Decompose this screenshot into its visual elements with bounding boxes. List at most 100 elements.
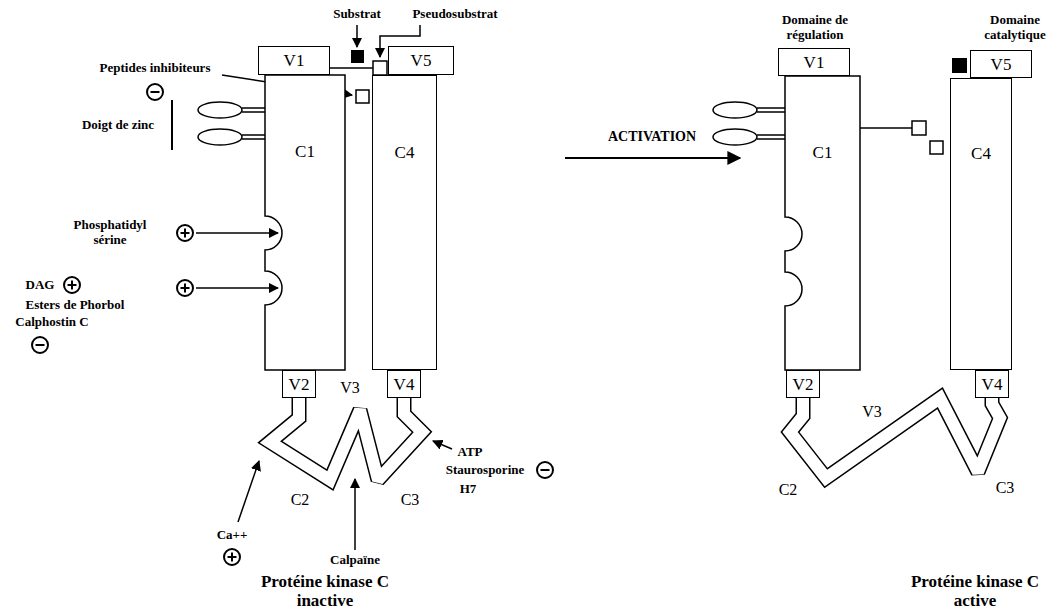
segment-label: V3 bbox=[335, 379, 365, 397]
sign-circle bbox=[147, 84, 163, 100]
annotation-label: ACTIVATION bbox=[587, 129, 717, 145]
plus-sign bbox=[64, 277, 80, 293]
minus-sign bbox=[537, 462, 553, 478]
domain-outline bbox=[785, 76, 860, 370]
sign-bar bbox=[228, 553, 237, 562]
domain-label: V2 bbox=[289, 376, 310, 393]
variable-region-box: V2 bbox=[786, 370, 820, 398]
annotation-label: Staurosporine bbox=[435, 463, 535, 478]
hinge-ribbon-outline bbox=[270, 398, 422, 480]
annotation-label: Esters de Phorbol bbox=[15, 298, 135, 313]
annotation-label: Substrat bbox=[317, 7, 397, 22]
leader-arrow bbox=[196, 287, 278, 289]
leader-arrow bbox=[354, 479, 356, 550]
sign-bar bbox=[541, 469, 550, 471]
sign-circle bbox=[537, 462, 553, 478]
leader-arrow bbox=[196, 232, 278, 234]
activation-arrow bbox=[565, 157, 740, 159]
domain-box: C4 bbox=[950, 78, 1012, 370]
segment-label: C3 bbox=[395, 491, 425, 509]
sign-bar bbox=[151, 91, 160, 93]
domain-label: C4 bbox=[971, 145, 991, 162]
substrate-square bbox=[952, 58, 967, 73]
domain-label: V1 bbox=[284, 52, 305, 69]
domain-label: V4 bbox=[982, 376, 1003, 393]
plus-sign bbox=[224, 549, 240, 565]
zinc-finger-stem bbox=[757, 108, 786, 139]
sign-circle bbox=[177, 280, 193, 296]
domain-box: C4 bbox=[372, 75, 437, 370]
annotation-label: Calpaïne bbox=[315, 553, 395, 568]
sign-circle bbox=[64, 277, 80, 293]
variable-region-box: V4 bbox=[387, 370, 421, 398]
inhibitor-peptide-square bbox=[930, 141, 943, 154]
segment-label: C2 bbox=[773, 481, 803, 499]
figure-caption: Protéine kinase C active bbox=[895, 573, 1055, 610]
sign-bar bbox=[36, 344, 45, 346]
zinc-finger bbox=[198, 102, 242, 118]
leader-arrow bbox=[238, 461, 259, 522]
domain-label: V5 bbox=[991, 56, 1012, 73]
sign-bar bbox=[181, 284, 190, 293]
substrate-square bbox=[351, 50, 364, 63]
variable-region-box: V5 bbox=[970, 50, 1032, 78]
annotation-label: H7 bbox=[453, 482, 483, 497]
sign-circle bbox=[32, 337, 48, 353]
domain-label: C4 bbox=[395, 144, 415, 161]
sign-circle bbox=[224, 549, 240, 565]
sign-circle bbox=[177, 225, 193, 241]
annotation-label: Domaine catalytique bbox=[975, 13, 1055, 43]
annotation-label: Doigt de zinc bbox=[68, 118, 168, 133]
zinc-finger bbox=[713, 129, 757, 145]
notched-domain-shape bbox=[785, 76, 860, 370]
pseudosubstrate-linker bbox=[330, 67, 373, 69]
notched-domain-shape bbox=[265, 75, 345, 370]
bracket bbox=[171, 100, 173, 150]
domain-box: C1 bbox=[265, 75, 345, 370]
hinge-ribbon-outline bbox=[790, 398, 1000, 478]
figure-caption: Protéine kinase C inactive bbox=[245, 573, 405, 610]
variable-region-box: V1 bbox=[258, 46, 330, 75]
variable-region-box: V5 bbox=[388, 46, 454, 75]
minus-sign bbox=[147, 84, 163, 100]
leader-arrows bbox=[196, 25, 452, 550]
segment-label: C3 bbox=[990, 479, 1020, 497]
domain-box: C1 bbox=[785, 76, 860, 370]
sign-bar bbox=[68, 281, 77, 290]
annotation-label: Peptides inhibiteurs bbox=[80, 61, 230, 76]
annotation-label: Phosphatidyl sérine bbox=[60, 218, 160, 248]
variable-region-box: V2 bbox=[282, 370, 316, 398]
segment-label: V3 bbox=[857, 403, 887, 421]
domain-label: V4 bbox=[394, 376, 415, 393]
domain-label: C1 bbox=[813, 144, 833, 161]
plus-sign bbox=[177, 225, 193, 241]
hinge-ribbon-fill bbox=[270, 398, 422, 480]
leader-arrow bbox=[433, 441, 452, 449]
annotation-label: Pseudosubstrat bbox=[400, 7, 510, 22]
annotation-label: Domaine de régulation bbox=[773, 13, 858, 43]
annotation-label: DAG bbox=[18, 278, 62, 293]
domain-label: V2 bbox=[793, 376, 814, 393]
domain-outline bbox=[265, 75, 345, 370]
leader-arrow bbox=[356, 25, 358, 47]
annotation-label: Calphostin C bbox=[7, 315, 97, 330]
annotation-label: Ca++ bbox=[207, 528, 257, 543]
domain-label: C1 bbox=[295, 143, 315, 160]
pseudosubstrate-square bbox=[373, 61, 387, 75]
hinge-ribbon-fill bbox=[790, 398, 1000, 478]
domain-label: V5 bbox=[411, 52, 432, 69]
plus-sign bbox=[177, 280, 193, 296]
segment-label: C2 bbox=[285, 491, 315, 509]
hinge-ribbons bbox=[270, 398, 1000, 480]
variable-region-box: V4 bbox=[975, 370, 1009, 398]
pseudosubstrate-square bbox=[912, 121, 926, 135]
zinc-finger-stem bbox=[242, 108, 266, 139]
variable-region-box: V1 bbox=[778, 48, 850, 76]
inhibitor-peptide-square bbox=[356, 90, 369, 103]
zinc-finger bbox=[713, 102, 757, 118]
pseudosubstrate-linker bbox=[860, 127, 912, 129]
minus-sign bbox=[32, 337, 48, 353]
